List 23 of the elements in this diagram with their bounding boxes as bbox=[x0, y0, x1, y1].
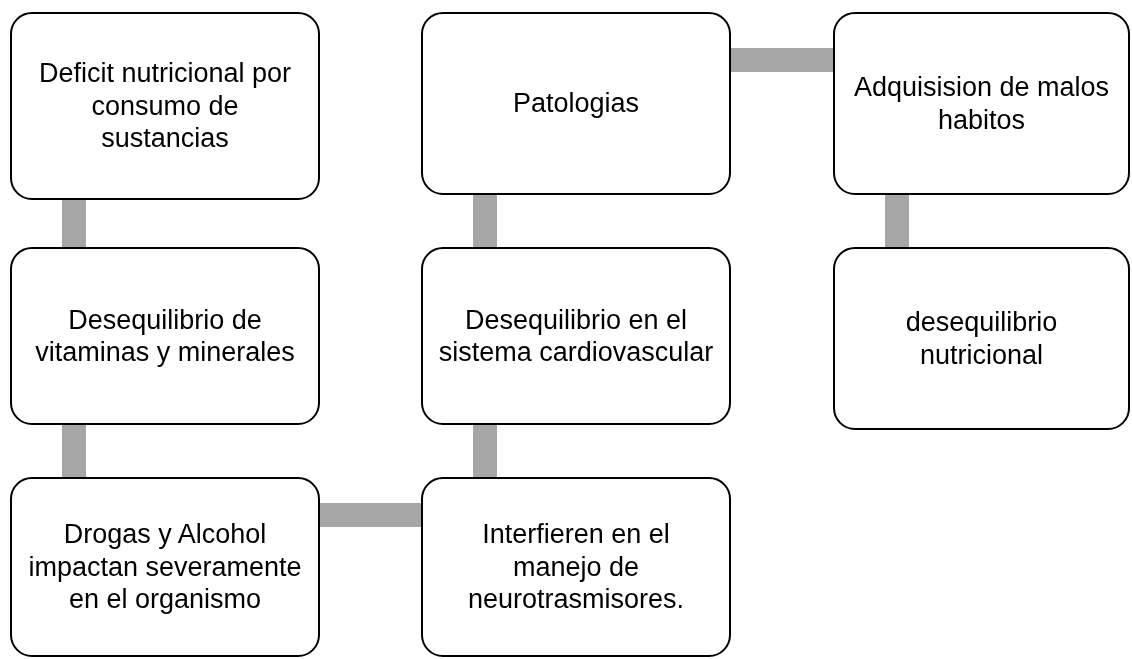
box-text: Patologias bbox=[512, 87, 640, 120]
process-box bbox=[421, 477, 731, 657]
process-box bbox=[10, 247, 320, 425]
connector-line bbox=[731, 48, 833, 72]
connector-line bbox=[62, 425, 86, 477]
process-box bbox=[421, 12, 731, 195]
connector-line bbox=[320, 503, 421, 527]
box-text: Adquisision de malos habitos bbox=[852, 71, 1111, 136]
box-text: Deficit nutricional por consumo de sustancias bbox=[37, 57, 293, 155]
process-box bbox=[833, 247, 1130, 430]
box-text: Interfieren en el manejo de neurotrasmisores. bbox=[466, 518, 686, 616]
process-box bbox=[10, 477, 320, 657]
box-text: desequilibrio nutricional bbox=[904, 306, 1059, 371]
box-text: Desequilibrio en el sistema cardiovascular bbox=[437, 303, 715, 369]
box-text: Desequilibrio de vitaminas y minerales bbox=[34, 303, 296, 369]
box-text: Drogas y Alcohol impactan severamente en el organismo bbox=[27, 518, 303, 616]
process-box bbox=[10, 12, 320, 200]
connector-line bbox=[62, 200, 86, 247]
connector-line bbox=[473, 425, 497, 477]
process-box bbox=[833, 12, 1130, 195]
connector-line bbox=[885, 195, 909, 247]
connector-line bbox=[473, 195, 497, 247]
process-box bbox=[421, 247, 731, 425]
